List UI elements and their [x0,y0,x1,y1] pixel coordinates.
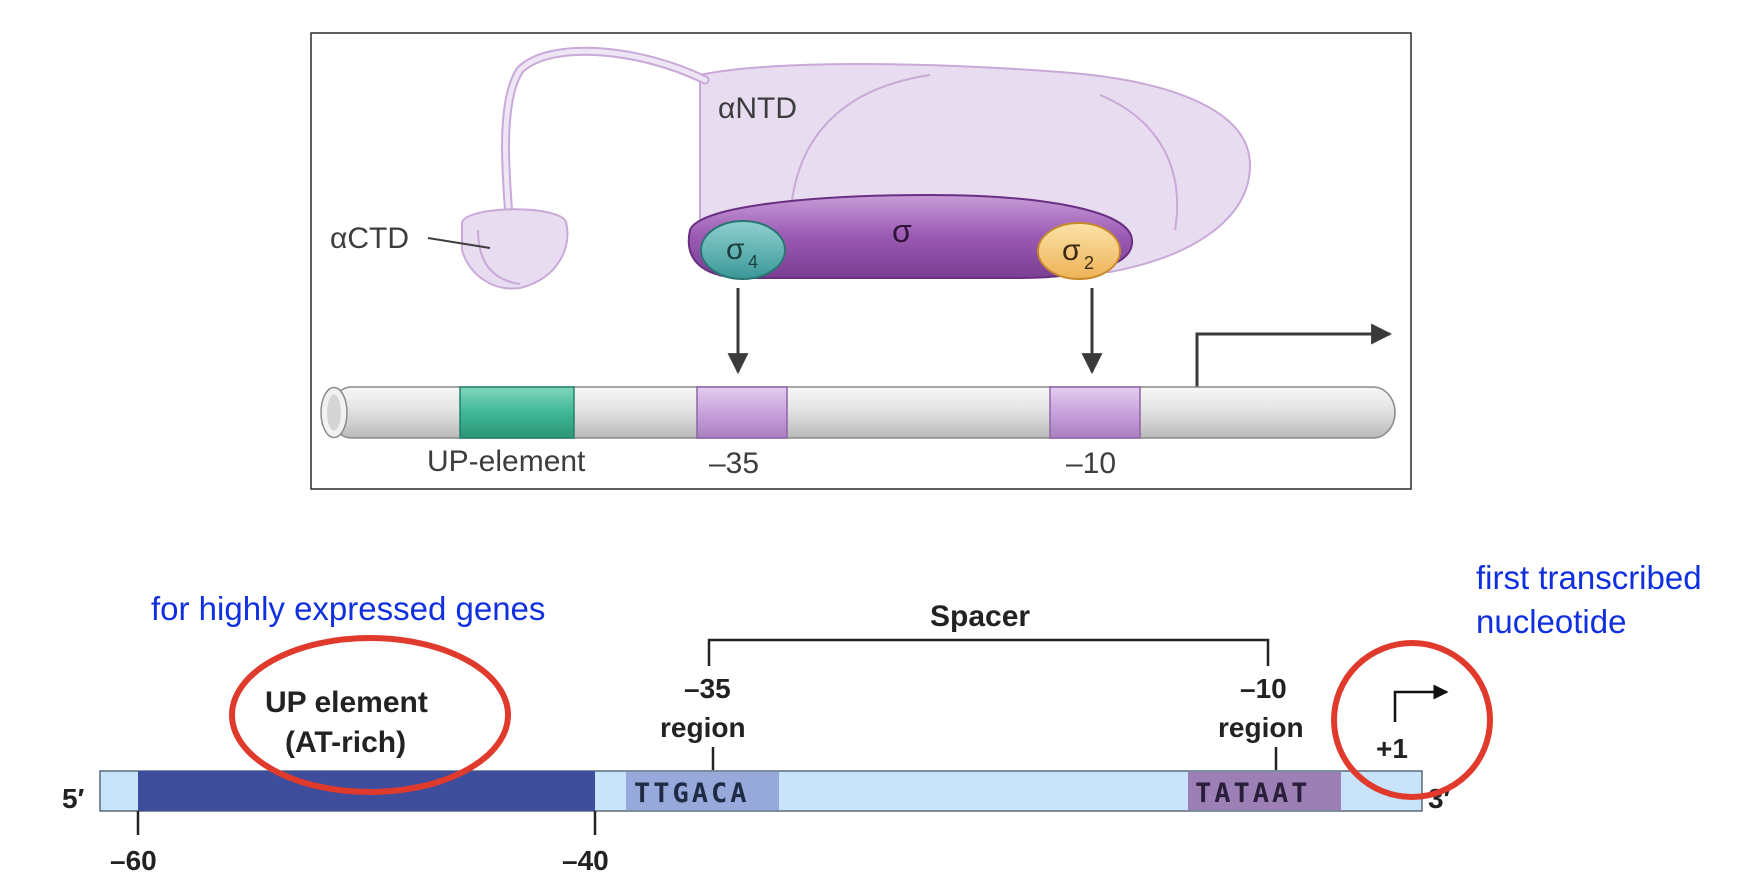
minus10-sequence: TATAAT [1195,778,1311,809]
up-element-label: UP element [265,686,428,719]
bottom-panel: for highly expressed genes first transcr… [62,559,1702,876]
minus10-top-label: –10 [1066,447,1116,480]
minus35-sequence: TTGACA [634,778,750,809]
transcription-start-arrow [1195,323,1393,387]
alpha-ctd-inner [477,229,521,285]
alpha-ntd-label: αNTD [718,92,797,125]
minus35-region-word: region [660,712,746,743]
up-element-band [459,386,575,439]
minus10-box [1188,772,1341,810]
minus35-top-label: –35 [709,447,759,480]
minus35-region-number: –35 [684,673,731,704]
minus35-box [626,772,779,810]
sigma2-domain [1037,222,1121,280]
five-prime-label: 5′ [62,783,85,814]
spacer-label: Spacer [930,600,1030,633]
spacer-bracket [707,638,1270,666]
sigma2-label: σ [1062,234,1081,267]
sigma4-label: σ [726,233,745,266]
top-panel: αNTD αCTD σ σ 4 σ 2 UP-element –35 –10 [310,32,1412,490]
sigma4-domain [700,220,786,280]
sigma-label: σ [892,213,912,249]
alpha-ctd-label: αCTD [330,222,409,255]
sigma4-subscript: 4 [748,252,758,272]
annotation-nucleotide: nucleotide [1476,603,1626,640]
alpha-ctd-leader [427,237,491,249]
annotation-highly-expressed: for highly expressed genes [151,590,545,627]
minus10-region-word: region [1218,712,1304,743]
annotation-first-transcribed: first transcribed [1476,559,1702,596]
minus10-band [1049,386,1141,439]
plus1-label: +1 [1376,733,1408,764]
up-element-highlight [229,635,511,795]
dna-tube-end-inner [327,394,341,431]
minus10-region-number: –10 [1240,673,1287,704]
up-element-subtitle: (AT-rich) [285,726,406,759]
minus35-band [696,386,788,439]
plus1-highlight [1331,640,1493,800]
alpha-linker-core [503,48,708,231]
sigma2-subscript: 2 [1084,253,1094,273]
minus60-label: –60 [110,845,157,876]
plus1-start-arrow [1393,684,1449,722]
up-element-top-label: UP-element [427,445,586,478]
minus40-label: –40 [562,845,609,876]
